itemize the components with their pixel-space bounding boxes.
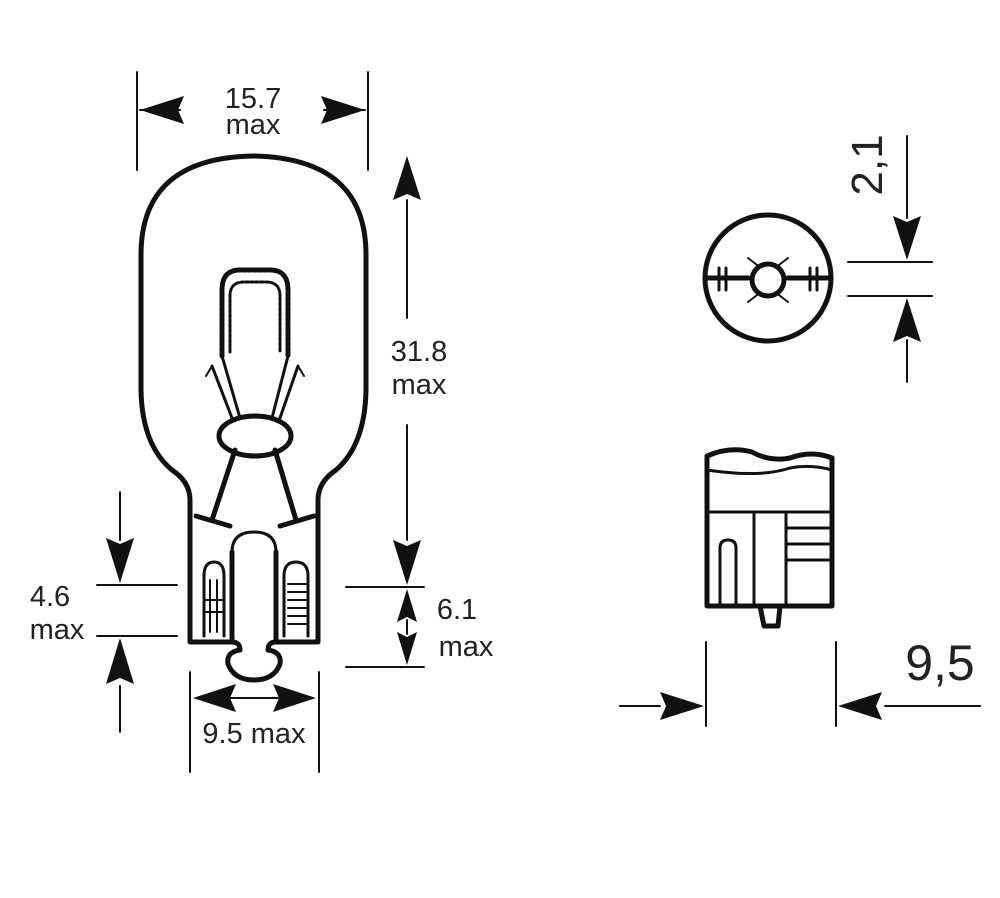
support-wire-left bbox=[209, 447, 238, 523]
right-contact-wire bbox=[282, 560, 310, 638]
width-top-unit: max bbox=[226, 109, 281, 141]
base-left-unit: max bbox=[30, 614, 85, 646]
side-view-outline bbox=[704, 447, 835, 609]
dimension-base-left: 4.6 max bbox=[30, 491, 178, 733]
lead-wire-right bbox=[270, 354, 300, 420]
dimension-width-top: 15.7 max bbox=[136, 71, 369, 171]
glass-bead bbox=[216, 413, 294, 459]
top-view-center-circle bbox=[749, 261, 787, 299]
height-total-unit: max bbox=[392, 369, 447, 401]
base-width-value: 9.5 max bbox=[202, 718, 306, 750]
base-right-unit: max bbox=[439, 631, 494, 663]
height-total-value: 31.8 bbox=[391, 336, 447, 368]
width-top-value: 15.7 bbox=[225, 83, 281, 115]
dimension-base-right: 6.1 max bbox=[345, 586, 494, 668]
top-view-gap-value: 2,1 bbox=[843, 134, 892, 195]
filament-coil bbox=[219, 267, 291, 359]
base-bottom-tab bbox=[225, 639, 283, 683]
side-view-tab bbox=[757, 603, 783, 629]
dimension-height-total: 31.8 max bbox=[391, 156, 447, 585]
left-contact-wire bbox=[202, 560, 226, 638]
bulb-top-view bbox=[702, 212, 834, 344]
side-view-width-value: 9,5 bbox=[905, 635, 975, 691]
dimension-top-view-gap: 2,1 bbox=[843, 134, 933, 383]
base-right-value: 6.1 bbox=[437, 594, 477, 626]
glass-envelope-outline bbox=[138, 153, 369, 555]
bulb-side-view bbox=[704, 447, 835, 629]
dimension-side-view-width: 9,5 bbox=[619, 635, 981, 727]
support-wire-right bbox=[272, 447, 299, 523]
base-pinch bbox=[230, 530, 278, 554]
dimension-base-width: 9.5 max bbox=[189, 671, 320, 773]
bulb-front-view bbox=[138, 153, 369, 683]
wedge-base-outline bbox=[187, 549, 321, 645]
base-left-value: 4.6 bbox=[30, 581, 70, 613]
lead-wire-left bbox=[210, 354, 242, 420]
